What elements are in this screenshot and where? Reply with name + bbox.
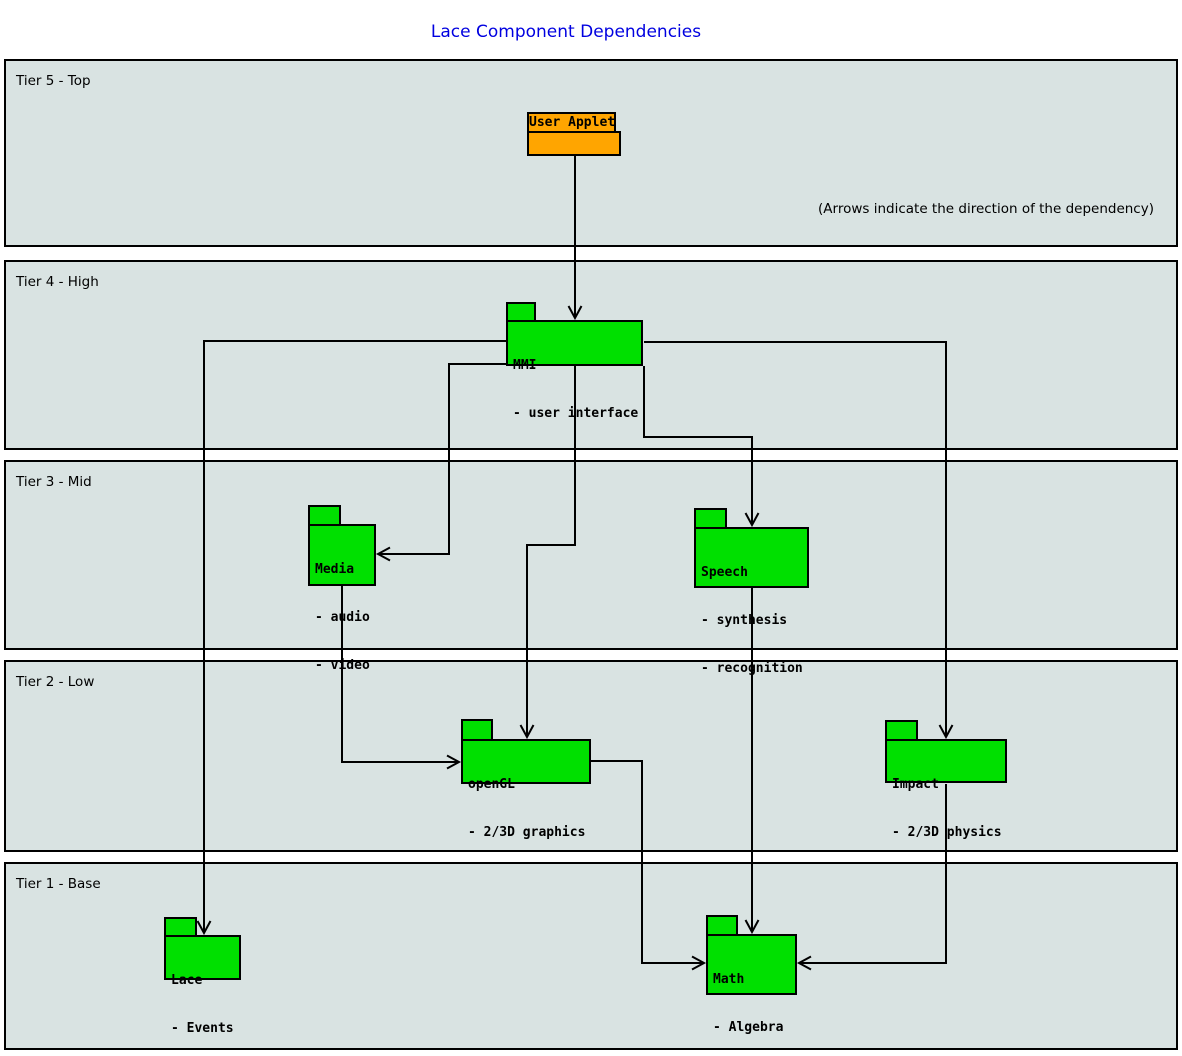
package-body: Impact - 2/3D physics — [885, 739, 1007, 840]
tier-1-label: Tier 1 - Base — [16, 876, 101, 892]
diagram-title: Lace Component Dependencies — [430, 22, 702, 42]
dependency-note: (Arrows indicate the direction of the de… — [818, 201, 1154, 217]
tier-3-box: Tier 3 - Mid — [4, 460, 1178, 650]
tier-5-label: Tier 5 - Top — [16, 73, 91, 89]
node-line: - audio — [315, 610, 370, 625]
package-tab — [885, 720, 918, 741]
node-line: - user interface — [513, 406, 639, 421]
node-title: Impact — [892, 777, 939, 792]
node-line: - video — [315, 658, 370, 673]
node-title: Speech — [701, 565, 748, 580]
user-applet-body — [527, 131, 621, 156]
package-body: Speech - synthesis - recognition — [694, 527, 809, 676]
node-title: Media — [315, 562, 355, 577]
tier-2-label: Tier 2 - Low — [16, 674, 95, 690]
package-body: Media - audio - video — [308, 524, 376, 673]
package-tab — [706, 915, 738, 936]
user-applet-header: User Applet — [527, 112, 616, 133]
package-tab — [506, 302, 536, 322]
package-tab — [461, 719, 493, 741]
node-line: - 2/3D graphics — [468, 825, 586, 840]
package-body: Lace - Events — [164, 935, 241, 1036]
node-line: - synthesis — [701, 613, 788, 628]
node-title: Lace — [171, 973, 203, 988]
tier-3-label: Tier 3 - Mid — [16, 474, 92, 490]
package-tab — [308, 505, 341, 526]
package-tab — [164, 917, 197, 937]
tier-4-label: Tier 4 - High — [16, 274, 99, 290]
package-body: openGL - 2/3D graphics — [461, 739, 591, 840]
tier-4-box: Tier 4 - High — [4, 260, 1178, 450]
node-line: - recognition — [701, 661, 803, 676]
package-body: Math - Algebra - Geometry — [706, 934, 797, 1035]
package-body: MMI - user interface — [506, 320, 643, 421]
node-line: - Events — [171, 1021, 234, 1036]
node-title: openGL — [468, 777, 515, 792]
node-title: MMI — [513, 358, 537, 373]
node-title: Math — [713, 972, 745, 987]
node-line: - Algebra — [713, 1020, 784, 1035]
package-tab — [694, 508, 727, 529]
node-line: - 2/3D physics — [892, 825, 1002, 840]
